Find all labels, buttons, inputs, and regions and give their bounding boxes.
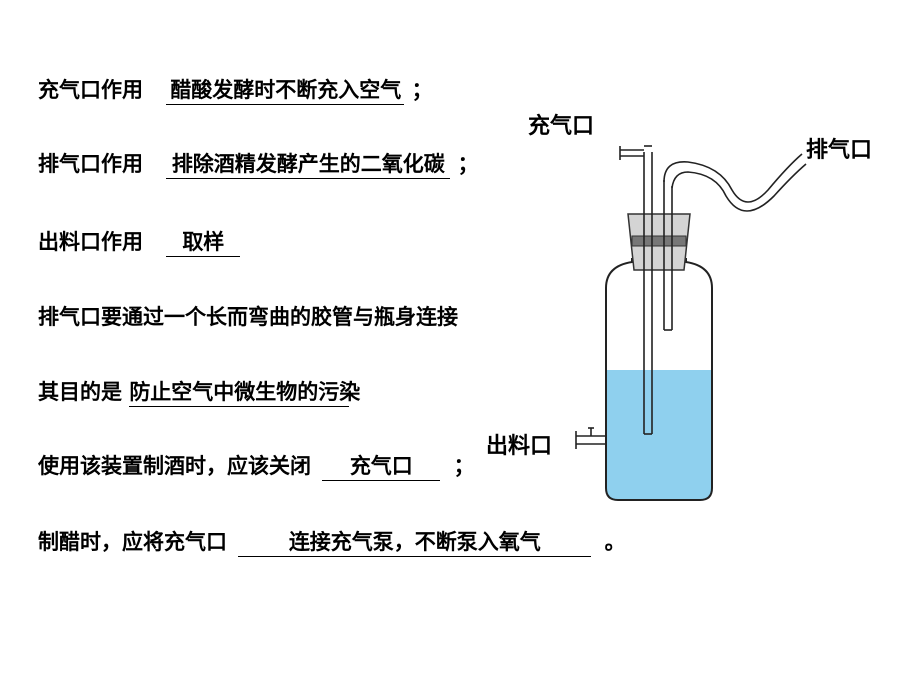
punctuation: ； (457, 152, 479, 176)
stopper-band (631, 235, 687, 247)
inlet-tube (619, 145, 653, 435)
line-outlet-function: 出料口作用 取样 (38, 228, 248, 257)
sampling-port-label: 出料口 (486, 434, 553, 459)
answer-blank: 连接充气泵，不断泵入氧气 (238, 528, 592, 557)
note-text: 排气口要通过一个长而弯曲的胶管与瓶身连接 (38, 305, 458, 329)
question-label: 排气口作用 (38, 152, 143, 176)
outlet-label: 排气口 (806, 138, 873, 163)
answer-blank: 醋酸发酵时不断充入空气 (166, 76, 405, 105)
line-vinegar-making: 制醋时，应将充气口 连接充气泵，不断泵入氧气 。 (38, 528, 626, 557)
question-label: 制醋时，应将充气口 (38, 530, 227, 554)
punctuation: 。 (604, 530, 626, 554)
answer-blank: 排除酒精发酵产生的二氧化碳 (166, 150, 451, 179)
line-inlet-function: 充气口作用 醋酸发酵时不断充入空气 ； (38, 76, 433, 105)
question-label: 使用该装置制酒时，应该关闭 (38, 454, 311, 478)
fermentation-apparatus: 充气口 排气口 出料口 (470, 90, 890, 520)
answer-blank: 充气口 (322, 452, 441, 481)
punctuation: ； (453, 454, 475, 478)
line-exhaust-function: 排气口作用 排除酒精发酵产生的二氧化碳 ； (38, 150, 479, 179)
answer-blank: 取样 (166, 228, 241, 257)
question-label: 充气口作用 (38, 78, 143, 102)
answer-blank: 防止空气中微生物的污染 (129, 378, 360, 407)
question-label: 其目的是 (38, 380, 122, 404)
sampling-port (575, 427, 606, 449)
line-wine-making: 使用该装置制酒时，应该关闭 充气口 ； (38, 452, 475, 481)
fermentation-liquid (606, 370, 712, 500)
question-label: 出料口作用 (38, 230, 143, 254)
apparatus-drawing (575, 145, 807, 501)
line-exhaust-tube-note: 排气口要通过一个长而弯曲的胶管与瓶身连接 (38, 303, 468, 331)
bottle-body (605, 258, 713, 501)
exhaust-hose (663, 153, 807, 212)
line-purpose: 其目的是 防止空气中微生物的污染 (38, 378, 360, 407)
punctuation: ； (411, 78, 433, 102)
inlet-label: 充气口 (528, 114, 595, 139)
exhaust-tube (663, 180, 673, 331)
